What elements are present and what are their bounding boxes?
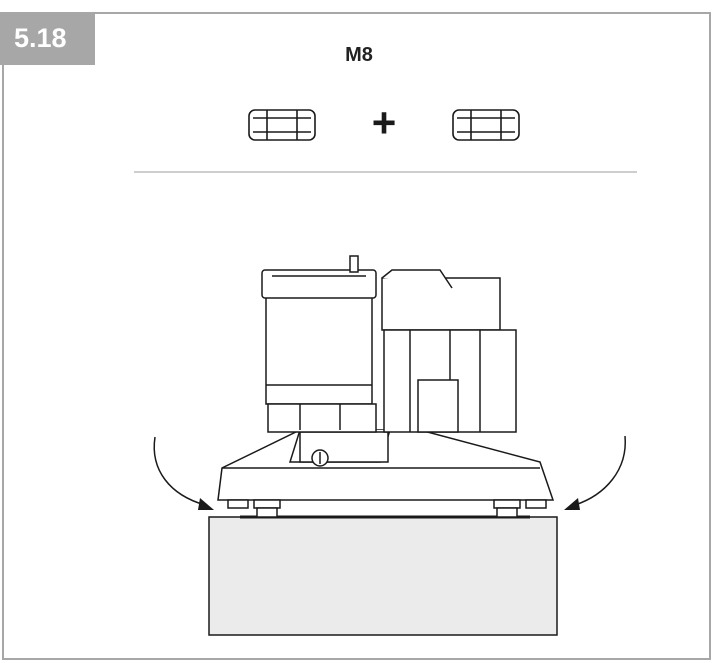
right-arrow-icon <box>564 435 626 510</box>
hex-nut-icon <box>452 109 520 141</box>
bolt-size-label: M8 <box>345 44 373 66</box>
concrete-base <box>208 516 558 636</box>
step-number-badge: 5.18 <box>0 12 95 65</box>
gate-motor-unit <box>217 255 555 518</box>
left-arrow-icon <box>153 436 214 510</box>
hex-nut-icon <box>248 109 316 141</box>
plus-sign: + <box>372 99 397 146</box>
